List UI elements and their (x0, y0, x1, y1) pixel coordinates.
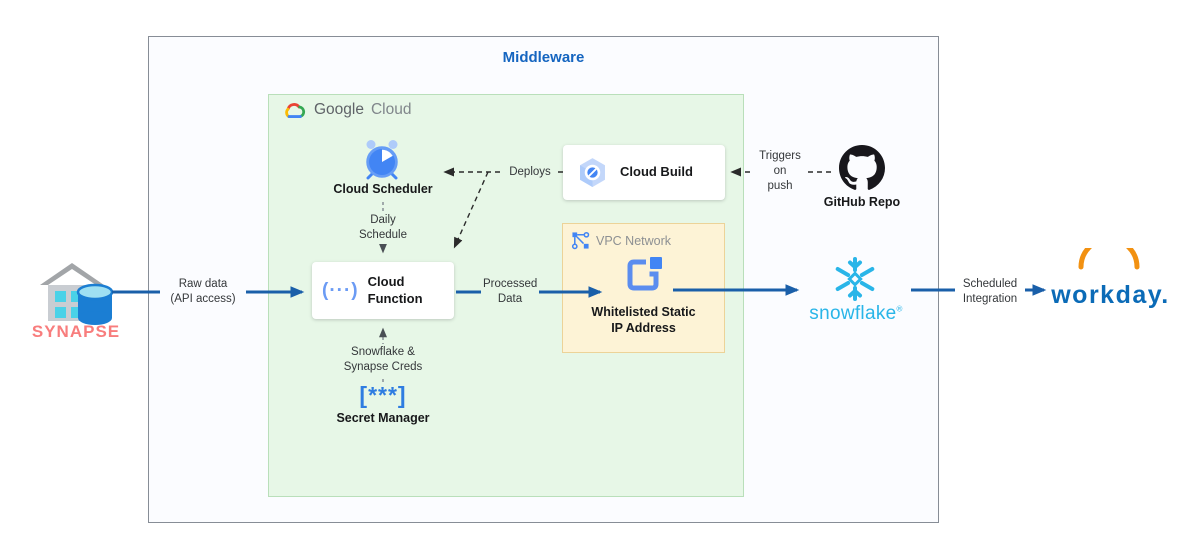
snowflake-label: snowflake® (809, 303, 903, 324)
cloud-build-node: Cloud Build (563, 145, 725, 200)
workday-arc-icon (1078, 248, 1140, 270)
whitelisted-ip-label: Whitelisted Static IP Address (591, 305, 696, 335)
cloud-function-node: (···) Cloud Function (312, 262, 454, 319)
edge-label-scheduled-integration: Scheduled Integration (955, 276, 1025, 308)
edge-label-daily-schedule: Daily Schedule (356, 212, 410, 244)
google-cloud-icon (285, 103, 306, 118)
github-label: GitHub Repo (823, 195, 901, 209)
cloud-scheduler-icon (366, 140, 398, 180)
secret-manager-label: Secret Manager (336, 411, 430, 425)
cloud-function-icon: (···) (322, 279, 359, 301)
cloud-build-label: Cloud Build (620, 164, 693, 180)
secret-manager-icon: [***] (359, 382, 407, 408)
google-cloud-logo: Google Cloud (282, 100, 411, 119)
cloud-build-icon (580, 158, 605, 187)
github-icon (839, 145, 885, 190)
synapse-icon (40, 263, 114, 325)
middleware-title: Middleware (502, 49, 585, 66)
synapse-label: SYNAPSE (31, 322, 121, 341)
vpc-network-header: VPC Network (571, 231, 671, 250)
google-cloud-word2: Cloud (370, 100, 412, 118)
snowflake-icon (835, 257, 875, 301)
workday-label: workday. (1051, 281, 1170, 309)
vpc-network-label: VPC Network (596, 233, 672, 248)
google-cloud-word1: Google (314, 100, 364, 118)
edge-label-creds: Snowflake & Synapse Creds (338, 344, 428, 376)
cloud-function-label: Cloud Function (367, 273, 423, 306)
cloud-scheduler-label: Cloud Scheduler (333, 182, 433, 196)
edge-label-raw-data: Raw data (API access) (160, 276, 246, 308)
whitelisted-ip-icon (627, 257, 662, 291)
edge-label-deploys: Deploys (503, 164, 557, 181)
edge-label-triggers: Triggers on push (753, 148, 807, 195)
vpc-network-icon (571, 231, 590, 250)
snowflake-registered-mark: ® (896, 304, 903, 314)
edge-label-processed-data: Processed Data (481, 276, 539, 308)
